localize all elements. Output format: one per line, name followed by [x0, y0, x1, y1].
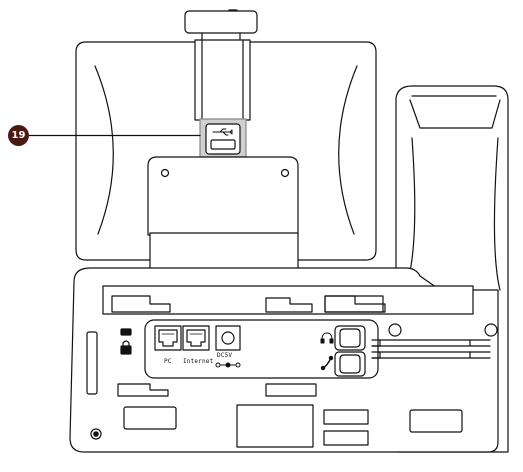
camera-mount [184, 9, 258, 41]
handset-icon [320, 355, 334, 371]
side-slot [86, 331, 98, 395]
pc-port-label: PC [164, 358, 172, 365]
headset-port [334, 325, 366, 351]
display-left-groove [94, 65, 114, 235]
dc-power-label: DC5V [217, 352, 233, 359]
hinge-strip [194, 39, 251, 121]
dc-power-port [215, 325, 241, 351]
stand-bracket [147, 156, 299, 277]
display-right-groove [338, 65, 358, 235]
callout-number: 19 [11, 130, 26, 141]
usb-port [199, 118, 247, 158]
base-pad-left [123, 406, 177, 430]
callout-badge: 19 [8, 125, 29, 146]
internet-port-label: Internet [183, 358, 214, 365]
internet-port [182, 325, 210, 351]
label-plate [236, 404, 314, 448]
usb-icon [212, 128, 233, 136]
cable-channels [371, 323, 498, 359]
base-tab-left [117, 383, 169, 397]
base-pad-small-bottom [323, 430, 369, 446]
base-top-band [102, 285, 474, 315]
base-pad-right [409, 409, 463, 433]
security-lock-icon [120, 328, 132, 355]
handset-port [334, 351, 366, 377]
dc-power-symbol-icon [215, 362, 241, 368]
headset-icon [320, 332, 334, 344]
base-tab-center [265, 383, 317, 397]
pc-port [154, 325, 182, 351]
base-pad-small-top [323, 409, 369, 425]
port-panel [144, 319, 379, 379]
screw [90, 428, 102, 440]
